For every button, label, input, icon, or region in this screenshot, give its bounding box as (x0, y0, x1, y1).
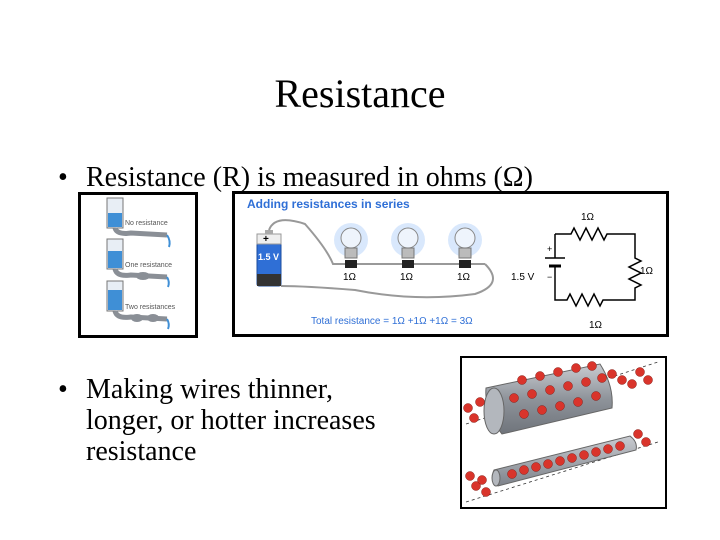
water-tank-icon (106, 238, 170, 288)
schematic-plus-label: + (547, 244, 552, 254)
schematic-bottom-resistor-label: 1Ω (589, 320, 603, 331)
schematic-top-resistor-label: 1Ω (581, 212, 595, 223)
schematic-right-resistor-label: 1Ω (640, 266, 654, 277)
no-resistance-label: No resistance (125, 220, 168, 227)
electron-icon (571, 363, 581, 373)
series-heading: Adding resistances in series (247, 197, 410, 211)
electron-icon (527, 389, 537, 399)
electron-icon (519, 409, 529, 419)
electron-icon (537, 405, 547, 415)
electron-icon (607, 369, 617, 379)
schematic-minus-label: − (547, 272, 552, 282)
series-schematic (545, 226, 643, 308)
bullet-text: Making wires thinner, longer, or hotter … (86, 374, 376, 467)
electron-icon (597, 373, 607, 383)
electron-icon (581, 377, 591, 387)
one-resistance-label: One resistance (125, 262, 172, 269)
electron-icon (573, 397, 583, 407)
wire-electrons-illustration (463, 361, 659, 503)
electron-icon (469, 413, 479, 423)
electron-icon (531, 462, 541, 472)
electron-icon (603, 444, 613, 454)
battery-icon (256, 230, 282, 287)
bulb-resistance-label: 1Ω (457, 272, 471, 283)
electron-icon (615, 441, 625, 451)
electron-icon (627, 379, 637, 389)
electron-icon (555, 401, 565, 411)
bulb-resistance-label: 1Ω (400, 272, 414, 283)
water-analogy-figure: No resistance One resistance Two resista… (78, 192, 198, 338)
electron-icon (555, 456, 565, 466)
total-resistance-label: Total resistance = 1Ω +1Ω +1Ω = 3Ω (311, 316, 473, 327)
electron-icon (617, 375, 627, 385)
electron-icon (471, 481, 481, 491)
battery-plus-label: + (263, 234, 269, 245)
electron-icon (475, 397, 485, 407)
bullet-resistance-units: • Resistance (R) is measured in ohms (Ω) (58, 162, 678, 196)
light-bulb-icon (334, 223, 368, 268)
water-analogy-illustration: No resistance One resistance Two resista… (106, 197, 176, 330)
electron-icon (535, 371, 545, 381)
wire-electrons-figure (460, 356, 667, 509)
bullet-text: Resistance (R) is measured in ohms (Ω) (86, 162, 533, 193)
electron-icon (509, 393, 519, 403)
electron-icon (643, 375, 653, 385)
thick-wire-icon (483, 363, 613, 435)
water-tank-icon (106, 197, 171, 248)
bullet-wire-properties: • Making wires thinner, longer, or hotte… (58, 374, 458, 474)
electron-icon (463, 403, 473, 413)
electron-icon (635, 367, 645, 377)
bulb-resistance-label: 1Ω (343, 272, 357, 283)
bullet-dot: • (58, 374, 68, 405)
electron-icon (587, 361, 597, 371)
series-resistance-figure: Adding resistances in series + 1.5 V (232, 191, 669, 337)
electron-icon (553, 367, 563, 377)
electron-icon (633, 429, 643, 439)
electron-icon (465, 471, 475, 481)
electron-icon (519, 465, 529, 475)
electron-icon (477, 475, 487, 485)
electron-icon (545, 385, 555, 395)
electron-icon (641, 437, 651, 447)
battery-voltage-label: 1.5 V (258, 252, 279, 262)
water-tank-icon (106, 280, 170, 330)
electron-group (463, 361, 653, 497)
electron-icon (517, 375, 527, 385)
electron-icon (591, 391, 601, 401)
electron-icon (591, 447, 601, 457)
slide-title: Resistance (274, 71, 446, 116)
two-resistances-label: Two resistances (125, 304, 176, 311)
bullet-dot: • (58, 162, 68, 193)
electron-icon (563, 381, 573, 391)
electron-icon (481, 487, 491, 497)
schematic-source-label: 1.5 V (511, 272, 535, 283)
series-circuit-illustration: Adding resistances in series + 1.5 V (247, 197, 654, 331)
light-bulb-icon (448, 223, 482, 268)
electron-icon (579, 450, 589, 460)
electron-icon (543, 459, 553, 469)
light-bulb-icon (391, 223, 425, 268)
electron-icon (567, 453, 577, 463)
electron-icon (507, 469, 517, 479)
